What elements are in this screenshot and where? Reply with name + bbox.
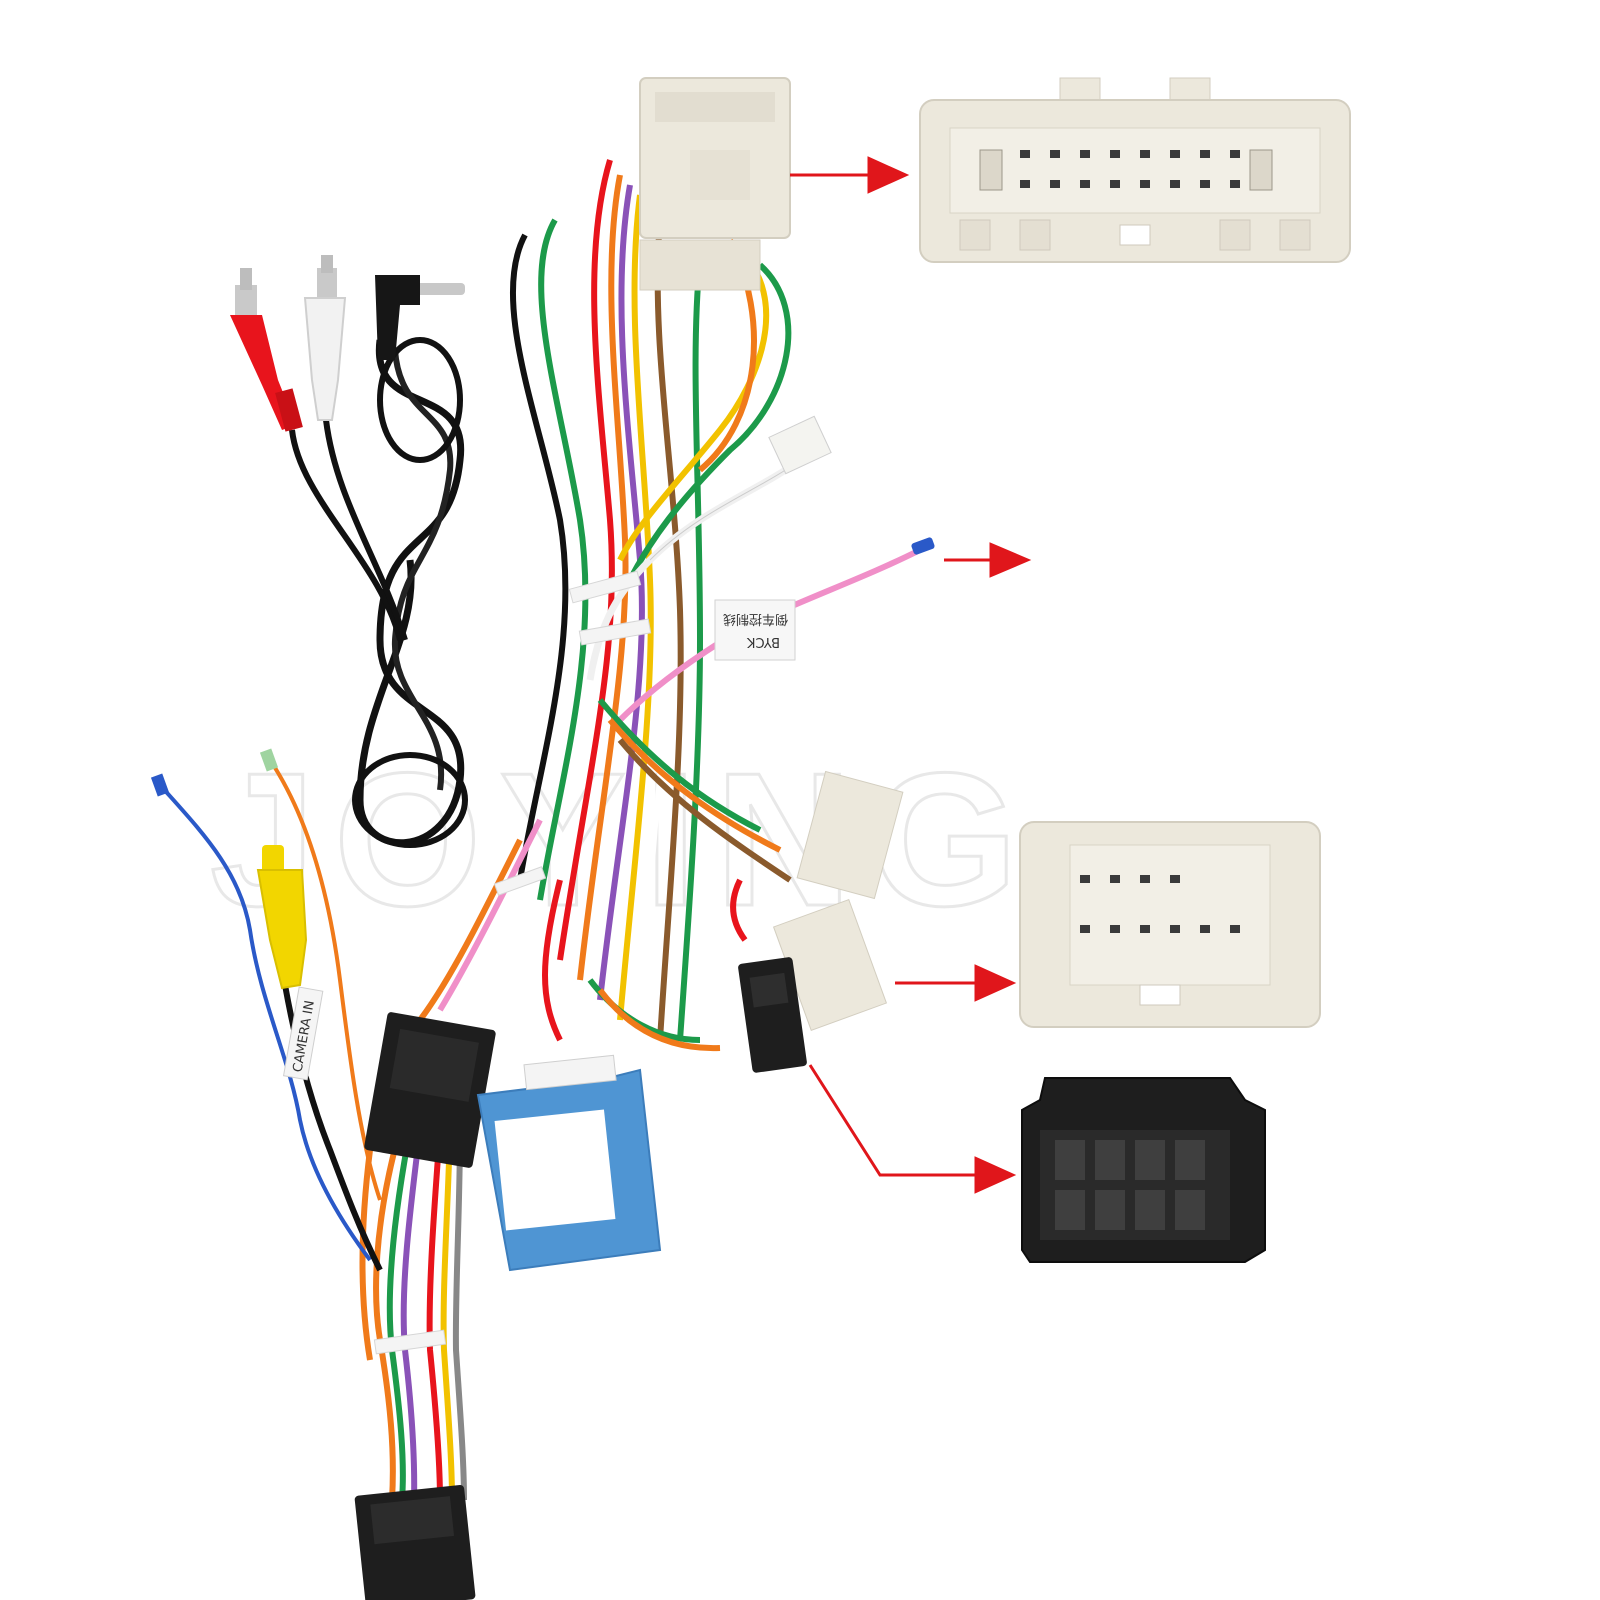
arrow-right-icon [808, 1064, 1017, 1194]
reverse-label-cn-text: 倒车控制线 [723, 611, 788, 627]
reverse-label-text: BYCK [746, 634, 780, 649]
green-wire-tip [259, 748, 279, 772]
arrow-right-icon [895, 964, 1017, 1002]
reverse-label-tag: BYCK 倒车控制线 [714, 599, 796, 661]
connector-detail-16pin-white [1019, 821, 1321, 1028]
arrow-right-icon [790, 156, 910, 194]
harness-black-connector-bottom [354, 1484, 476, 1600]
harness-small-white-plug [768, 415, 832, 475]
harness-white-connector-mid [772, 770, 904, 1032]
main-harness-wires [417, 159, 922, 1052]
arrow-right-icon [944, 542, 1032, 578]
harness-black-connector-upper [364, 1012, 496, 1168]
cable-ties [373, 570, 652, 1355]
rca-plug-white [303, 255, 347, 421]
lower-harness-wires [359, 1129, 467, 1501]
audio-cable-group [289, 337, 468, 848]
rca-plug-red [230, 268, 303, 432]
harness-black-plug-small [738, 957, 807, 1073]
canbus-decoder-box [476, 1054, 662, 1272]
pink-wire-tip [911, 537, 935, 555]
audio-jack-icon [375, 275, 465, 360]
blue-wire-tip [150, 773, 170, 797]
connector-detail-16pin-black [1021, 1077, 1266, 1263]
connector-detail-24pin-white [919, 77, 1351, 263]
harness-white-connector-top [639, 77, 791, 291]
rca-plug-yellow [256, 845, 308, 990]
